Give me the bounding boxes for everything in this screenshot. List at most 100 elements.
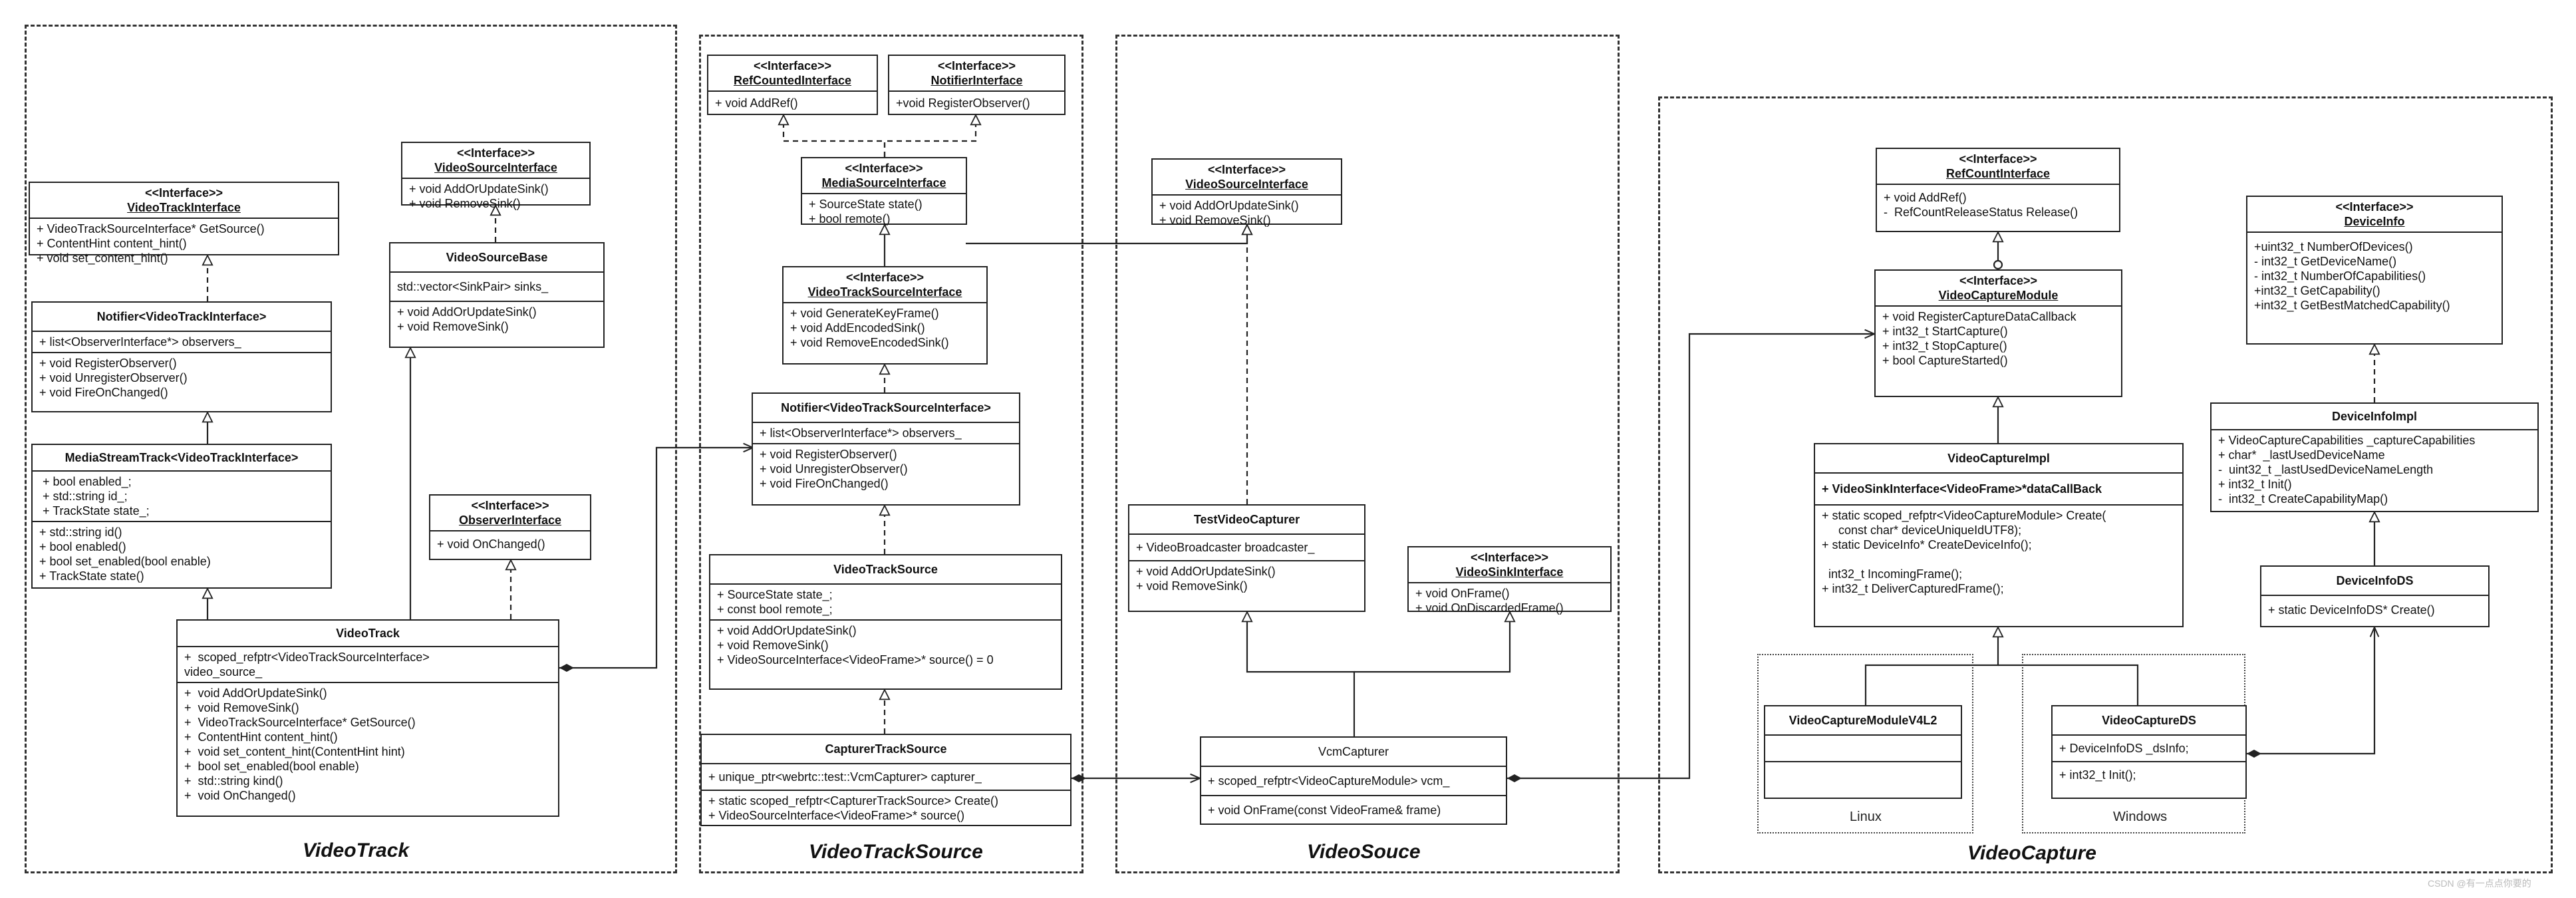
- class-videocapturemodule: <<Interface>>VideoCaptureModule + void R…: [1874, 269, 2122, 397]
- class-name: VideoCaptureModuleV4L2: [1789, 714, 1937, 727]
- class-name: MediaStreamTrack<VideoTrackInterface>: [65, 451, 299, 464]
- class-videocaptureds: VideoCaptureDS + DeviceInfoDS _dsInfo; +…: [2051, 705, 2247, 799]
- class-videosourcebase: VideoSourceBase std::vector<SinkPair> si…: [389, 242, 605, 348]
- class-method: + bool enabled(): [39, 540, 126, 553]
- class-method: + static DeviceInfo* CreateDeviceInfo();: [1822, 538, 2032, 551]
- class-member: + void OnDiscardedFrame(): [1415, 601, 1564, 615]
- class-name: VideoCaptureDS: [2102, 714, 2196, 727]
- class-name: VideoSinkInterface: [1455, 565, 1564, 579]
- class-name: Notifier<VideoTrackInterface>: [96, 310, 267, 323]
- class-attribute: video_source_: [184, 665, 263, 678]
- class-attribute: + VideoBroadcaster broadcaster_: [1136, 541, 1315, 554]
- class-member: + void AddRef(): [715, 96, 798, 110]
- class-method: + void RemoveSink(): [717, 639, 829, 652]
- class-member: + void RemoveSink(): [1159, 214, 1271, 227]
- class-method: + void AddOrUpdateSink(): [397, 305, 537, 319]
- class-method: + VideoTrackSourceInterface* GetSource(): [184, 716, 416, 729]
- class-member: + void GenerateKeyFrame(): [790, 307, 939, 320]
- class-member: + ContentHint content_hint(): [37, 237, 187, 250]
- class-name: VcmCapturer: [1318, 745, 1389, 758]
- class-method: const char* deviceUniqueIdUTF8);: [1822, 524, 2022, 537]
- class-attribute: + scoped_refptr<VideoCaptureModule> vcm_: [1208, 774, 1450, 788]
- class-method: + void RegisterObserver(): [760, 448, 897, 461]
- class-name: DeviceInfoDS: [2336, 574, 2414, 587]
- class-member: + void AddOrUpdateSink(): [409, 182, 549, 196]
- class-method: + bool set_enabled(bool enable): [184, 760, 359, 773]
- class-method: + bool set_enabled(bool enable): [39, 555, 211, 568]
- class-member: + VideoCaptureCapabilities _captureCapab…: [2218, 434, 2476, 447]
- class-method: + std::string kind(): [184, 774, 283, 788]
- class-name: VideoSourceInterface: [1185, 178, 1308, 191]
- class-observerinterface: <<Interface>>ObserverInterface + void On…: [429, 494, 591, 560]
- class-name: DeviceInfo: [2344, 215, 2405, 228]
- class-method: + VideoSourceInterface<VideoFrame>* sour…: [708, 809, 965, 822]
- class-attribute: + bool enabled_;: [39, 475, 132, 488]
- class-name: VideoTrackSource: [833, 563, 938, 576]
- class-name: NotifierInterface: [930, 74, 1023, 87]
- assoc-vt-to-vtsi: [559, 448, 753, 668]
- class-member: + void OnChanged(): [437, 537, 545, 551]
- stereotype-label: <<Interface>>: [845, 162, 923, 175]
- class-method: + void FireOnChanged(): [760, 477, 889, 490]
- class-videotrack: VideoTrack + scoped_refptr<VideoTrackSou…: [176, 619, 559, 817]
- class-name: RefCountedInterface: [733, 74, 852, 87]
- realize-msi-to-ni: [883, 115, 976, 157]
- class-name: VideoTrack: [336, 627, 400, 640]
- class-attribute: + list<ObserverInterface*> observers_: [760, 426, 962, 440]
- class-name: TestVideoCapturer: [1193, 513, 1300, 526]
- empty-attributes: [1765, 734, 1961, 761]
- class-attribute: + SourceState state_;: [717, 588, 833, 601]
- class-refcountinterface: <<Interface>>RefCountInterface + void Ad…: [1876, 148, 2120, 232]
- class-method: + void RemoveSink(): [184, 701, 299, 714]
- class-method: + void AddOrUpdateSink(): [1136, 565, 1276, 578]
- stereotype-label: <<Interface>>: [845, 271, 925, 284]
- class-attribute: std::vector<SinkPair> sinks_: [397, 280, 549, 293]
- class-member: + void AddOrUpdateSink(): [1159, 199, 1299, 212]
- class-name: MediaSourceInterface: [821, 176, 946, 190]
- class-attribute: + TrackState state_;: [39, 504, 150, 518]
- class-member: + int32_t StartCapture(): [1882, 325, 2008, 338]
- class-method: + int32_t Init();: [2059, 768, 2136, 782]
- class-method: + void FireOnChanged(): [39, 386, 168, 399]
- stereotype-label: <<Interface>>: [2335, 200, 2414, 214]
- stereotype-label: <<Interface>>: [456, 146, 535, 160]
- class-refcountedinterface: <<Interface>>RefCountedInterface + void …: [707, 55, 878, 115]
- class-videosinkinterface: <<Interface>>VideoSinkInterface + void O…: [1407, 546, 1612, 615]
- class-notifier-videotrackinterface: Notifier<VideoTrackInterface> + list<Obs…: [31, 301, 332, 412]
- stereotype-label: <<Interface>>: [1207, 163, 1286, 176]
- class-member: + void set_content_hint(): [37, 251, 168, 265]
- class-videotracksource: VideoTrackSource + SourceState state_; +…: [709, 554, 1062, 690]
- inherit-vcds-to-vcimpl: [1998, 664, 2139, 705]
- class-notifierinterface: <<Interface>>NotifierInterface +void Reg…: [888, 55, 1066, 115]
- stereotype-label: <<Interface>>: [937, 59, 1016, 73]
- class-member: +void RegisterObserver(): [896, 96, 1030, 110]
- class-mediastreamtrack: MediaStreamTrack<VideoTrackInterface> + …: [31, 444, 332, 589]
- stereotype-label: <<Interface>>: [1959, 274, 2038, 287]
- package-title-videotracksource: VideoTrackSource: [809, 841, 983, 863]
- class-attribute: + list<ObserverInterface*> observers_: [39, 335, 241, 349]
- stereotype-label: <<Interface>>: [471, 499, 549, 512]
- class-member: +int32_t GetCapability(): [2254, 284, 2380, 297]
- stereotype-label: <<Interface>>: [1959, 152, 2037, 166]
- class-name: VideoSourceBase: [446, 251, 548, 264]
- class-member: + void OnFrame(): [1415, 587, 1510, 600]
- class-deviceinfoimpl: DeviceInfoImpl + VideoCaptureCapabilitie…: [2210, 402, 2539, 512]
- class-method: + ContentHint content_hint(): [184, 730, 338, 744]
- inherit-vcm-to-tvc: [1247, 612, 1356, 736]
- class-attribute: + VideoSinkInterface<VideoFrame>*dataCal…: [1822, 482, 2102, 496]
- class-member: - int32_t GetDeviceName(): [2254, 255, 2397, 268]
- class-method: + static scoped_refptr<VideoCaptureModul…: [1822, 509, 2106, 522]
- class-videosourceinterface-1: <<Interface>>VideoSourceInterface + void…: [401, 142, 591, 210]
- stereotype-label: <<Interface>>: [1470, 551, 1549, 564]
- class-mediasourceinterface: <<Interface>>MediaSourceInterface + Sour…: [801, 157, 967, 225]
- class-method: + void OnChanged(): [184, 789, 296, 802]
- class-member: - int32_t CreateCapabilityMap(): [2218, 492, 2388, 506]
- class-name: VideoTrackInterface: [127, 201, 241, 214]
- group-label-windows: Windows: [2113, 810, 2168, 824]
- empty-methods: [1765, 761, 1961, 788]
- class-method: + void UnregisterObserver(): [760, 462, 908, 476]
- class-attribute: + std::string id_;: [39, 490, 128, 503]
- class-member: + void RemoveSink(): [409, 197, 521, 210]
